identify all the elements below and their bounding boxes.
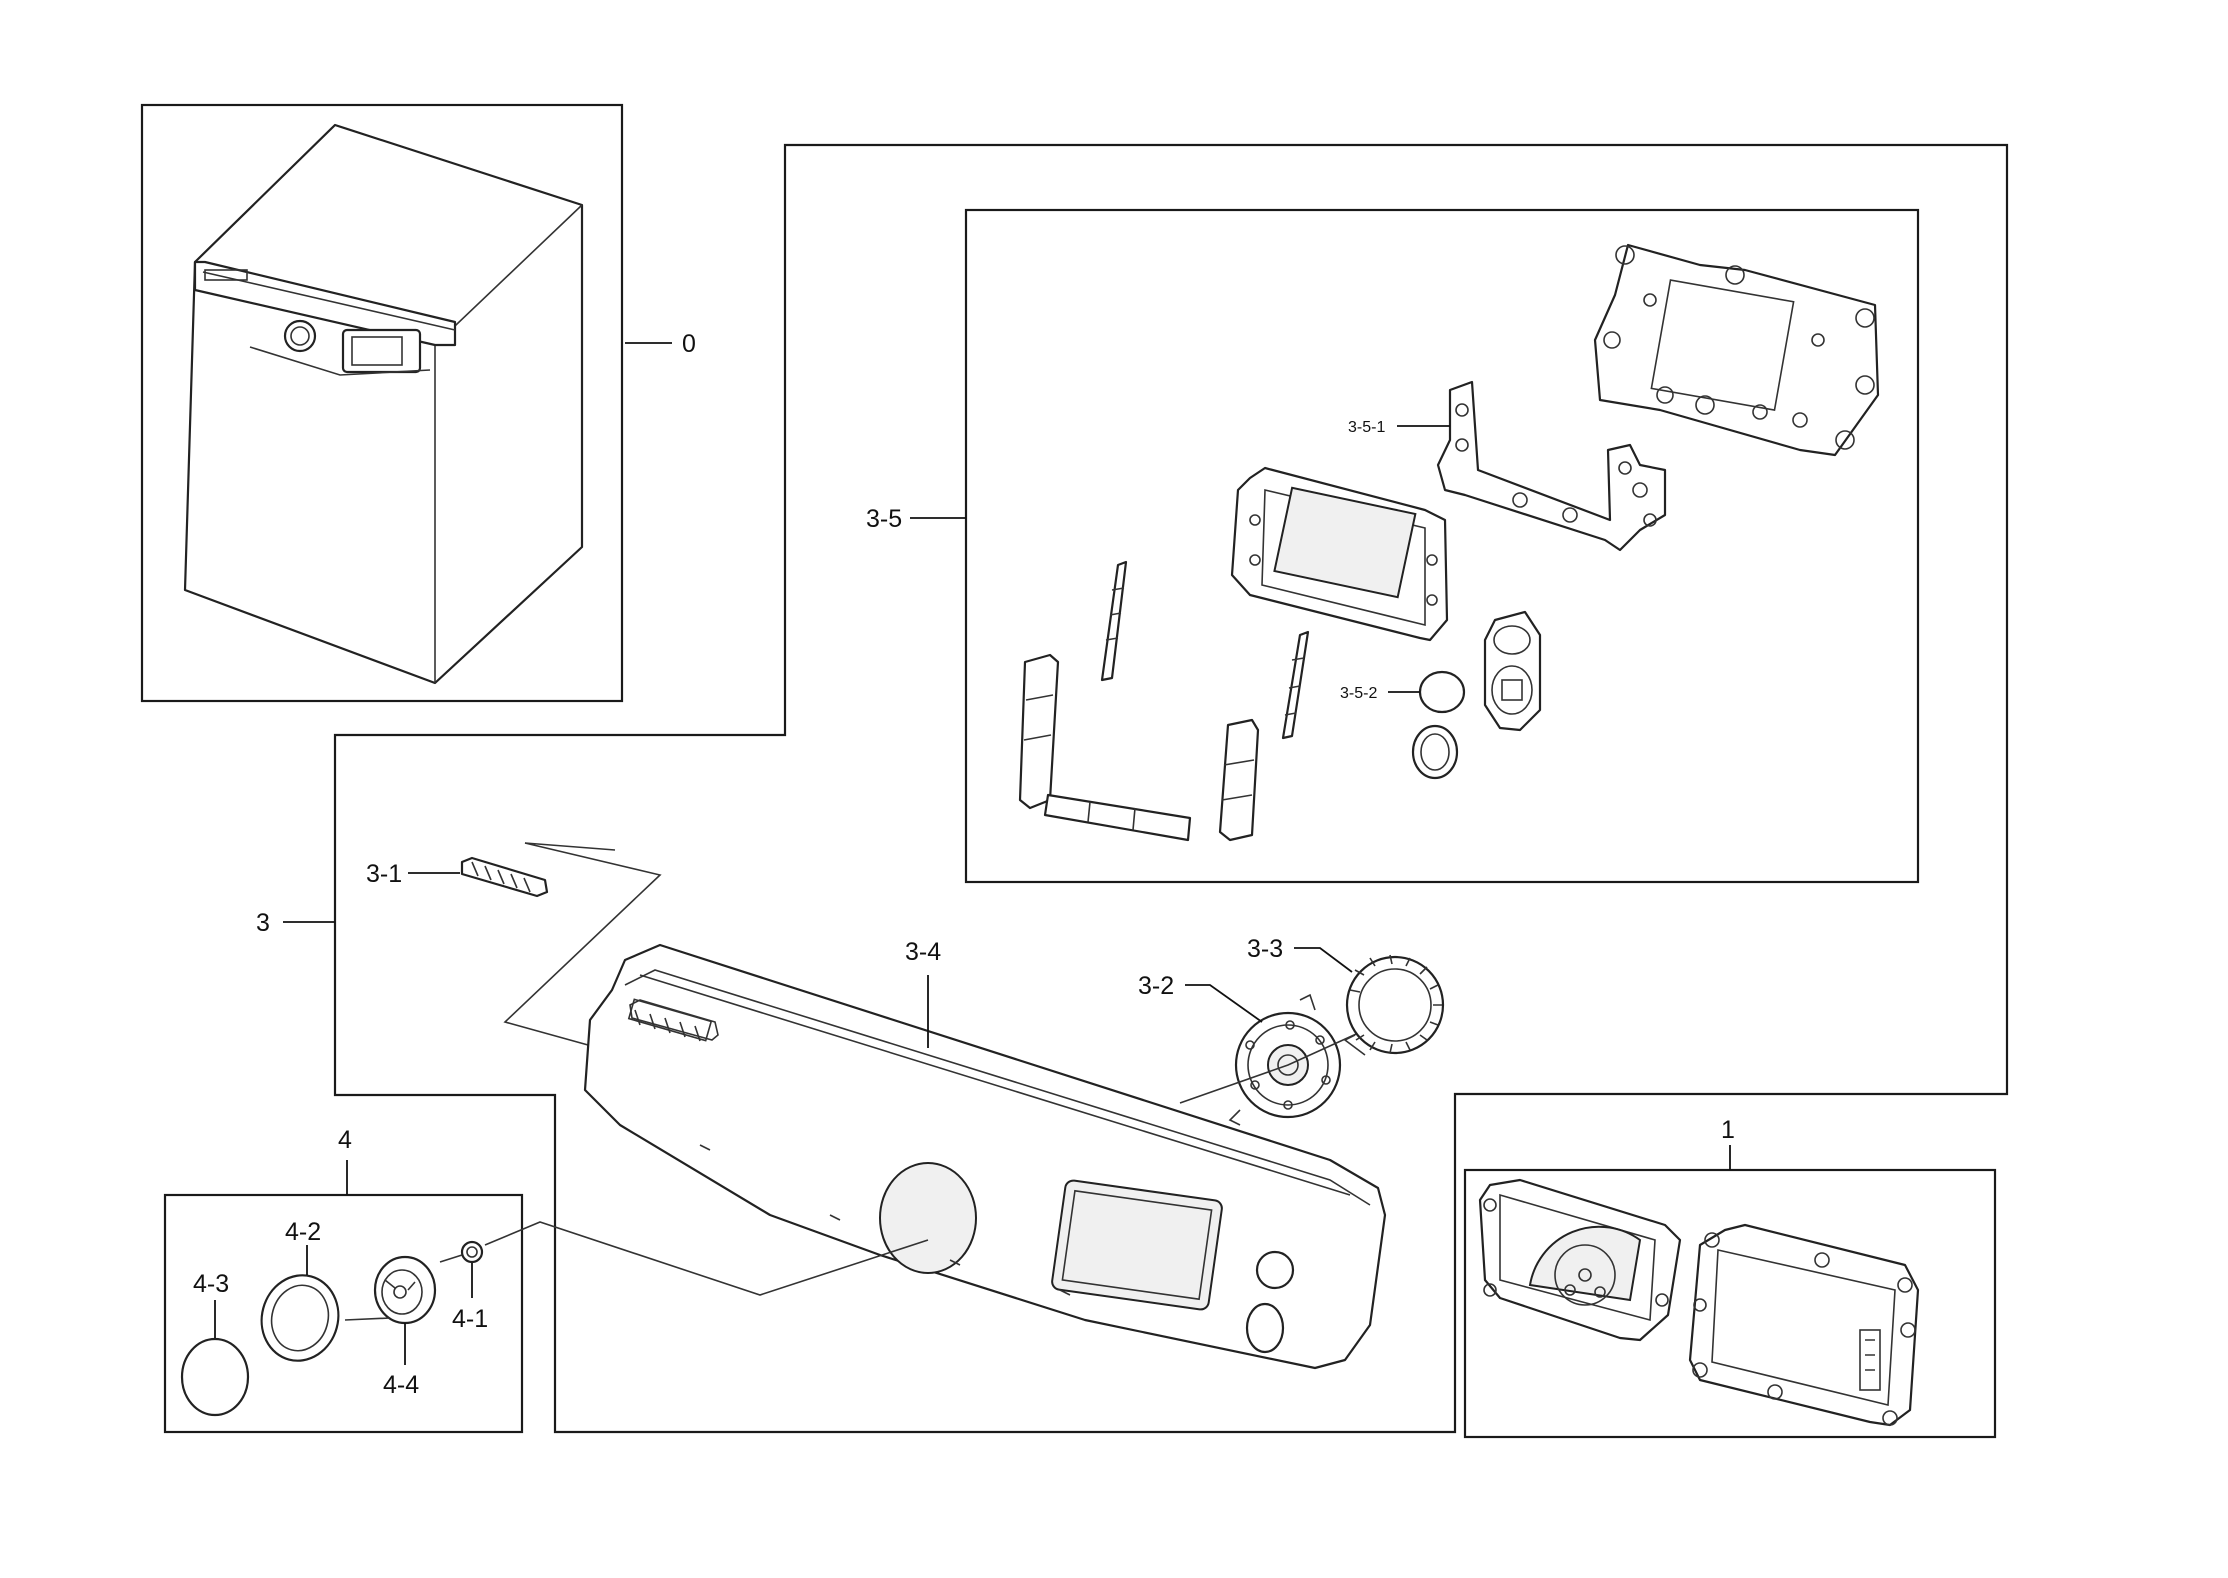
label-4-4-text: 4-4 <box>383 1371 419 1399</box>
label-1-text: 1 <box>1721 1116 1735 1144</box>
label-4-4: 4-4 <box>383 1323 419 1399</box>
label-4-3-text: 4-3 <box>193 1270 229 1298</box>
label-4-text: 4 <box>338 1126 352 1154</box>
label-0: 0 <box>625 330 696 358</box>
part-3-4-control-panel <box>583 943 1387 1370</box>
group-3-frame <box>333 143 2009 1434</box>
part-button-strip-left <box>1018 653 1060 810</box>
part-4-1-spring <box>460 1240 484 1264</box>
knob-axis-leader <box>344 1221 929 1321</box>
group-3-5-frame <box>964 208 1920 884</box>
label-3-5: 3-5 <box>866 505 966 533</box>
label-3-text: 3 <box>256 909 270 937</box>
label-3-1-text: 3-1 <box>366 860 402 888</box>
part-knob-ring <box>1411 724 1459 780</box>
part-4-2-knob-ring <box>260 1274 340 1362</box>
group-0-frame <box>140 103 624 703</box>
part-encoder-housing <box>1483 610 1542 732</box>
part-3-5-1-bracket <box>1436 380 1667 552</box>
group-4-frame <box>163 1193 524 1434</box>
part-button-strip-bottom <box>1043 793 1192 842</box>
label-3-5-2: 3-5-2 <box>1340 685 1420 702</box>
part-display-housing <box>1230 466 1449 642</box>
part-4-3-knob-cover <box>180 1337 250 1417</box>
label-4-2-text: 4-2 <box>285 1218 321 1246</box>
label-3-3-text: 3-3 <box>1247 935 1283 963</box>
label-3-2-text: 3-2 <box>1138 972 1174 1000</box>
part-3-2-knob-base <box>1228 993 1342 1126</box>
label-3-5-1: 3-5-1 <box>1348 419 1450 436</box>
part-light-guide-right <box>1281 630 1310 740</box>
part-1-pcb-right <box>1688 1223 1920 1427</box>
label-3: 3 <box>256 909 335 937</box>
label-3-4: 3-4 <box>905 938 941 1048</box>
part-pcb-frame <box>1593 243 1880 457</box>
label-3-4-text: 3-4 <box>905 938 941 966</box>
label-4-1-text: 4-1 <box>452 1305 488 1333</box>
label-3-1: 3-1 <box>366 860 460 888</box>
knob-base-leader <box>1179 1029 1366 1104</box>
part-3-5-2-knob-cap <box>1418 670 1466 714</box>
part-1-pcb-left <box>1478 1178 1682 1342</box>
part-button-strip-right <box>1218 718 1260 842</box>
label-1: 1 <box>1721 1116 1735 1170</box>
label-0-text: 0 <box>682 330 696 358</box>
label-3-2: 3-2 <box>1138 972 1263 1023</box>
label-3-3: 3-3 <box>1247 935 1353 973</box>
label-3-5-text: 3-5 <box>866 505 902 533</box>
badge-leader-box <box>503 842 662 1066</box>
part-4-4-knob-body <box>373 1255 437 1325</box>
label-4-2: 4-2 <box>285 1218 321 1275</box>
part-3-1-logo-badge <box>460 856 549 898</box>
label-4: 4 <box>338 1126 352 1195</box>
part-0-dryer-body <box>183 123 584 685</box>
part-3-3-gear-ring <box>1343 954 1445 1056</box>
label-4-3: 4-3 <box>193 1270 229 1338</box>
part-light-guide-left <box>1100 560 1128 682</box>
label-3-5-2-text: 3-5-2 <box>1340 685 1377 702</box>
label-3-5-1-text: 3-5-1 <box>1348 419 1385 436</box>
label-4-1: 4-1 <box>452 1263 488 1333</box>
